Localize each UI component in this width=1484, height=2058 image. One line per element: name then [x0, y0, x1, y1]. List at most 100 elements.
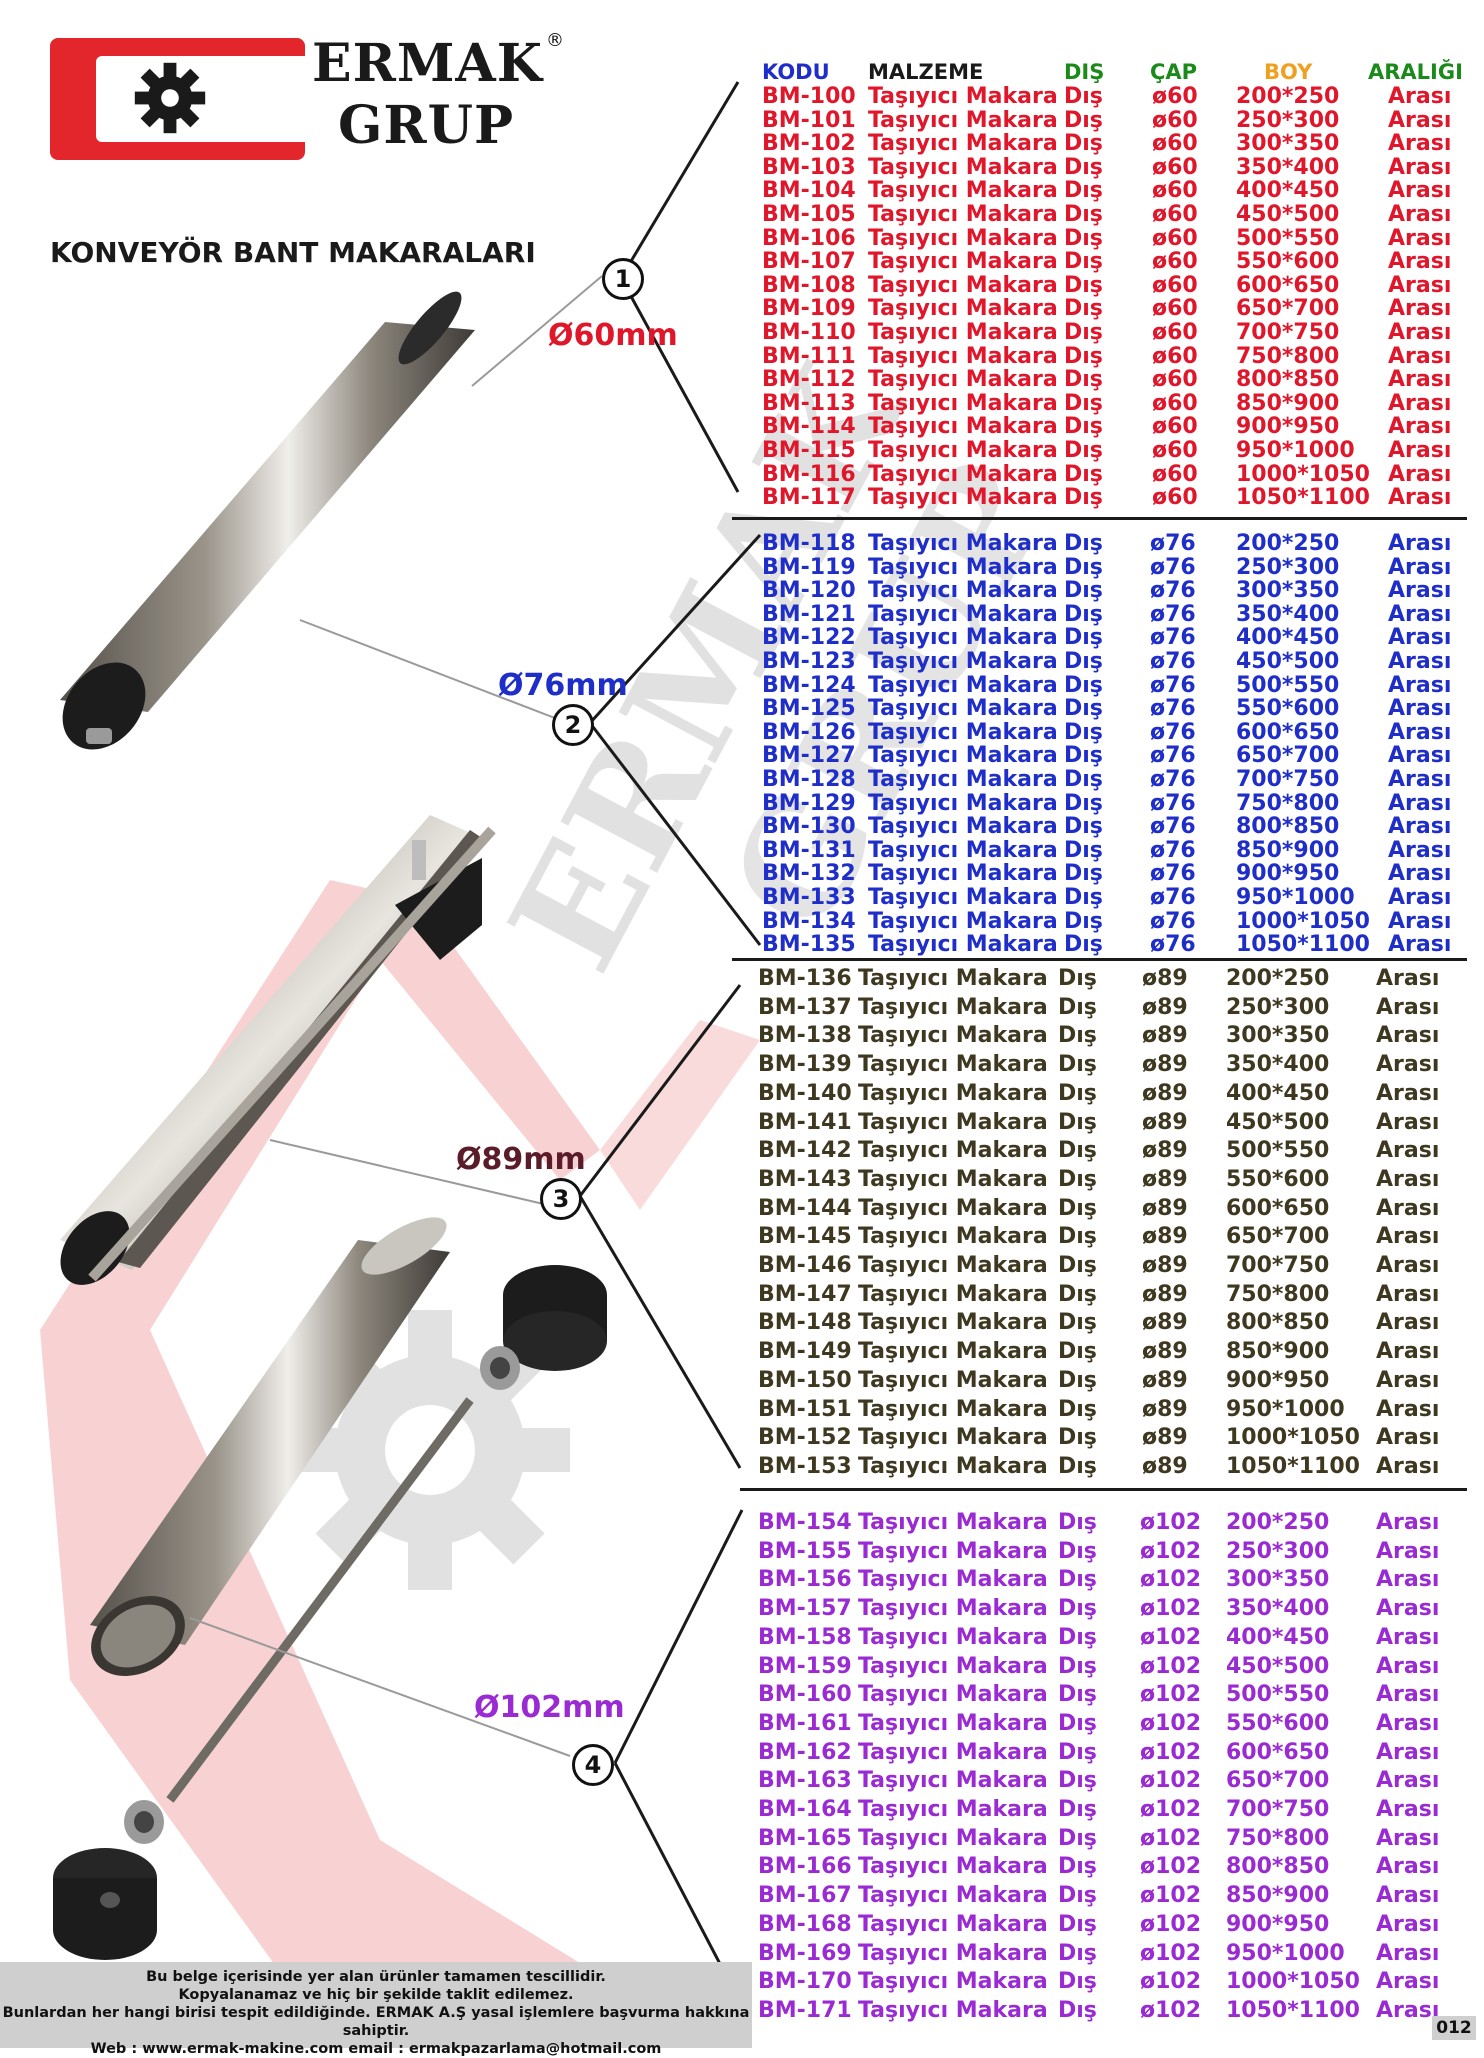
cell-material: Taşıyıcı Makara: [858, 1166, 1048, 1192]
cell-material: Taşıyıcı Makara: [868, 438, 1058, 463]
section-divider: [732, 958, 1467, 961]
cell-diameter: ø76: [1150, 672, 1196, 698]
cell-material: Taşıyıcı Makara: [868, 719, 1058, 745]
cell-type: Dış: [1064, 272, 1103, 298]
cell-length: 250*300: [1226, 1538, 1330, 1564]
cell-type: Dış: [1058, 1109, 1097, 1135]
cell-diameter: ø60: [1152, 296, 1198, 322]
cell-type: Dış: [1064, 154, 1103, 180]
cell-code: BM-102: [762, 131, 856, 157]
cell-diameter: ø89: [1142, 994, 1188, 1020]
cell-diameter: ø102: [1140, 1538, 1202, 1564]
cell-material: Taşıyıcı Makara: [868, 343, 1058, 369]
cell-length: 850*900: [1226, 1883, 1330, 1909]
cell-type: Dış: [1064, 578, 1103, 604]
cell-range: Arası: [1388, 554, 1452, 580]
cell-diameter: ø89: [1142, 1339, 1188, 1365]
cell-type: Dış: [1058, 1797, 1097, 1822]
cell-length: 450*500: [1226, 1109, 1330, 1135]
cell-range: Arası: [1388, 908, 1452, 934]
cell-code: BM-104: [762, 178, 856, 204]
cell-range: Arası: [1376, 1166, 1440, 1192]
cell-diameter: ø60: [1152, 84, 1198, 109]
cell-material: Taşıyıcı Makara: [858, 1768, 1048, 1794]
cell-type: Dış: [1064, 837, 1103, 863]
cell-length: 500*550: [1236, 225, 1340, 251]
cell-length: 650*700: [1236, 296, 1340, 322]
cell-length: 700*750: [1226, 1797, 1330, 1822]
footer-line-4: Web : www.ermak-makine.com email : ermak…: [90, 2041, 662, 2057]
cell-type: Dış: [1064, 814, 1103, 840]
cell-diameter: ø76: [1150, 719, 1196, 745]
brand-name-line2: GRUP: [338, 95, 515, 156]
cell-material: Taşıyıcı Makara: [868, 367, 1058, 393]
cell-material: Taşıyıcı Makara: [868, 908, 1058, 934]
cell-material: Taşıyıcı Makara: [858, 1854, 1048, 1880]
cell-type: Dış: [1064, 554, 1103, 580]
cell-type: Dış: [1058, 1596, 1097, 1622]
cell-code: BM-162: [758, 1739, 852, 1765]
cell-code: BM-170: [758, 1969, 852, 1995]
cell-range: Arası: [1388, 578, 1452, 604]
cell-type: Dış: [1058, 1310, 1097, 1336]
cell-code: BM-112: [762, 367, 856, 393]
cell-length: 800*850: [1236, 814, 1340, 840]
cell-range: Arası: [1376, 1109, 1440, 1135]
cell-diameter: ø89: [1142, 1224, 1188, 1250]
cell-type: Dış: [1058, 1768, 1097, 1794]
cell-material: Taşıyıcı Makara: [868, 790, 1058, 816]
cell-type: Dış: [1058, 1682, 1097, 1708]
cell-material: Taşıyıcı Makara: [868, 554, 1058, 580]
cell-material: Taşıyıcı Makara: [858, 1281, 1048, 1307]
cell-range: Arası: [1388, 320, 1452, 345]
cell-material: Taşıyıcı Makara: [858, 966, 1048, 991]
cell-material: Taşıyıcı Makara: [858, 1080, 1048, 1106]
cell-diameter: ø76: [1150, 932, 1196, 958]
cell-type: Dış: [1058, 1195, 1097, 1221]
cell-range: Arası: [1376, 966, 1440, 991]
cell-material: Taşıyıcı Makara: [868, 767, 1058, 792]
cell-length: 1000*1050: [1226, 1425, 1360, 1451]
cell-range: Arası: [1376, 1339, 1440, 1365]
cell-type: Dış: [1064, 932, 1103, 958]
cell-material: Taşıyıcı Makara: [868, 485, 1058, 511]
cell-material: Taşıyıcı Makara: [858, 1911, 1048, 1937]
cell-material: Taşıyıcı Makara: [868, 531, 1058, 556]
cell-type: Dış: [1058, 1739, 1097, 1765]
cell-range: Arası: [1388, 367, 1452, 393]
cell-range: Arası: [1388, 249, 1452, 275]
cell-type: Dış: [1058, 1911, 1097, 1937]
cell-material: Taşıyıcı Makara: [858, 1538, 1048, 1564]
cell-diameter: ø102: [1140, 1710, 1202, 1736]
cell-range: Arası: [1388, 814, 1452, 840]
cell-length: 650*700: [1236, 743, 1340, 769]
diameter-label-89: Ø89mm: [456, 1142, 586, 1177]
cell-material: Taşıyıcı Makara: [858, 1339, 1048, 1365]
cell-material: Taşıyıcı Makara: [858, 1710, 1048, 1736]
cell-material: Taşıyıcı Makara: [868, 414, 1058, 440]
cell-length: 950*1000: [1236, 438, 1355, 463]
cell-code: BM-160: [758, 1682, 852, 1708]
cell-code: BM-152: [758, 1425, 852, 1451]
cell-diameter: ø60: [1152, 272, 1198, 298]
cell-code: BM-101: [762, 107, 856, 133]
cell-material: Taşıyıcı Makara: [868, 154, 1058, 180]
cell-type: Dış: [1064, 461, 1103, 487]
cell-range: Arası: [1388, 531, 1452, 556]
cell-length: 400*450: [1226, 1080, 1330, 1106]
cell-material: Taşıyıcı Makara: [858, 1653, 1048, 1679]
cell-range: Arası: [1376, 1023, 1440, 1049]
cell-type: Dış: [1064, 438, 1103, 463]
cell-code: BM-163: [758, 1768, 852, 1794]
cell-code: BM-113: [762, 390, 856, 416]
cell-length: 400*450: [1236, 178, 1340, 204]
cell-material: Taşıyıcı Makara: [858, 1367, 1048, 1393]
cell-material: Taşıyıcı Makara: [858, 994, 1048, 1020]
cell-code: BM-122: [762, 625, 856, 651]
cell-material: Taşıyıcı Makara: [858, 1453, 1048, 1479]
cell-code: BM-156: [758, 1567, 852, 1593]
cell-type: Dış: [1058, 1653, 1097, 1679]
section-divider: [740, 1488, 1467, 1491]
cell-material: Taşıyıcı Makara: [868, 743, 1058, 769]
cell-range: Arası: [1376, 1138, 1440, 1164]
